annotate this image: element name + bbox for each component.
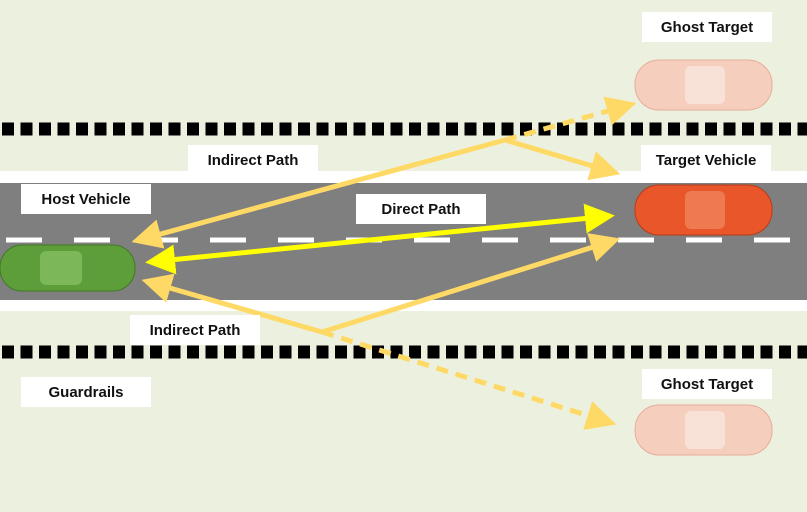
host-vehicle-label: Host Vehicle	[21, 184, 151, 214]
ghost-target-label-bottom: Ghost Target	[642, 369, 772, 399]
guardrails-label: Guardrails	[21, 377, 151, 407]
ghost-vehicle-bottom	[634, 404, 773, 456]
indirect-path-label-bottom: Indirect Path	[130, 315, 260, 345]
host-vehicle	[0, 244, 136, 292]
indirect-path-label-top: Indirect Path	[188, 145, 318, 175]
target-vehicle-label: Target Vehicle	[641, 145, 771, 175]
ghost-target-label-top: Ghost Target	[642, 12, 772, 42]
direct-path-label: Direct Path	[356, 194, 486, 224]
target-vehicle	[634, 184, 773, 236]
direct-path	[145, 203, 615, 275]
ghost-vehicle-top	[634, 59, 773, 111]
